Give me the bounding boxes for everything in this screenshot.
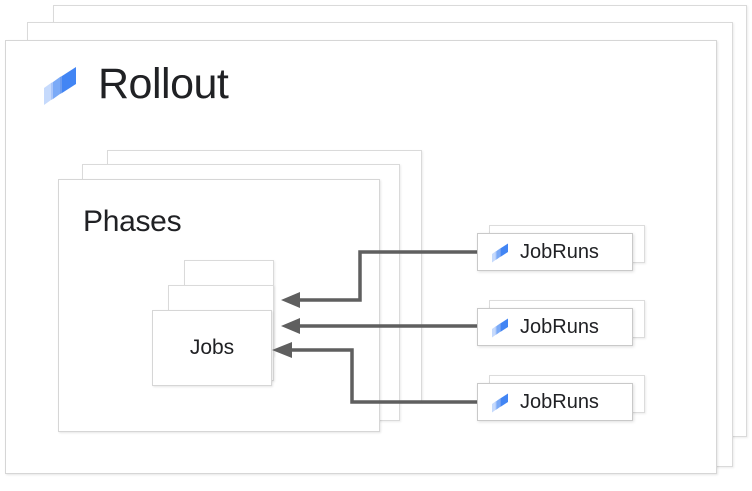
rollout-header: Rollout [38, 59, 229, 108]
rollout-logo-icon [38, 62, 82, 106]
phases-title: Phases [83, 205, 182, 238]
jobruns-card-3[interactable]: JobRuns [477, 383, 633, 421]
rollout-logo-icon [489, 241, 511, 263]
jobs-card-layer-1 [152, 310, 272, 386]
jobruns-label: JobRuns [520, 316, 599, 338]
jobs-title: Jobs [189, 336, 235, 359]
rollout-logo-icon [489, 316, 511, 338]
jobruns-label: JobRuns [520, 241, 599, 263]
rollout-title: Rollout [98, 59, 229, 108]
jobruns-card-2[interactable]: JobRuns [477, 308, 633, 346]
rollout-logo-icon [489, 391, 511, 413]
jobruns-label: JobRuns [520, 391, 599, 413]
jobruns-card-1[interactable]: JobRuns [477, 233, 633, 271]
